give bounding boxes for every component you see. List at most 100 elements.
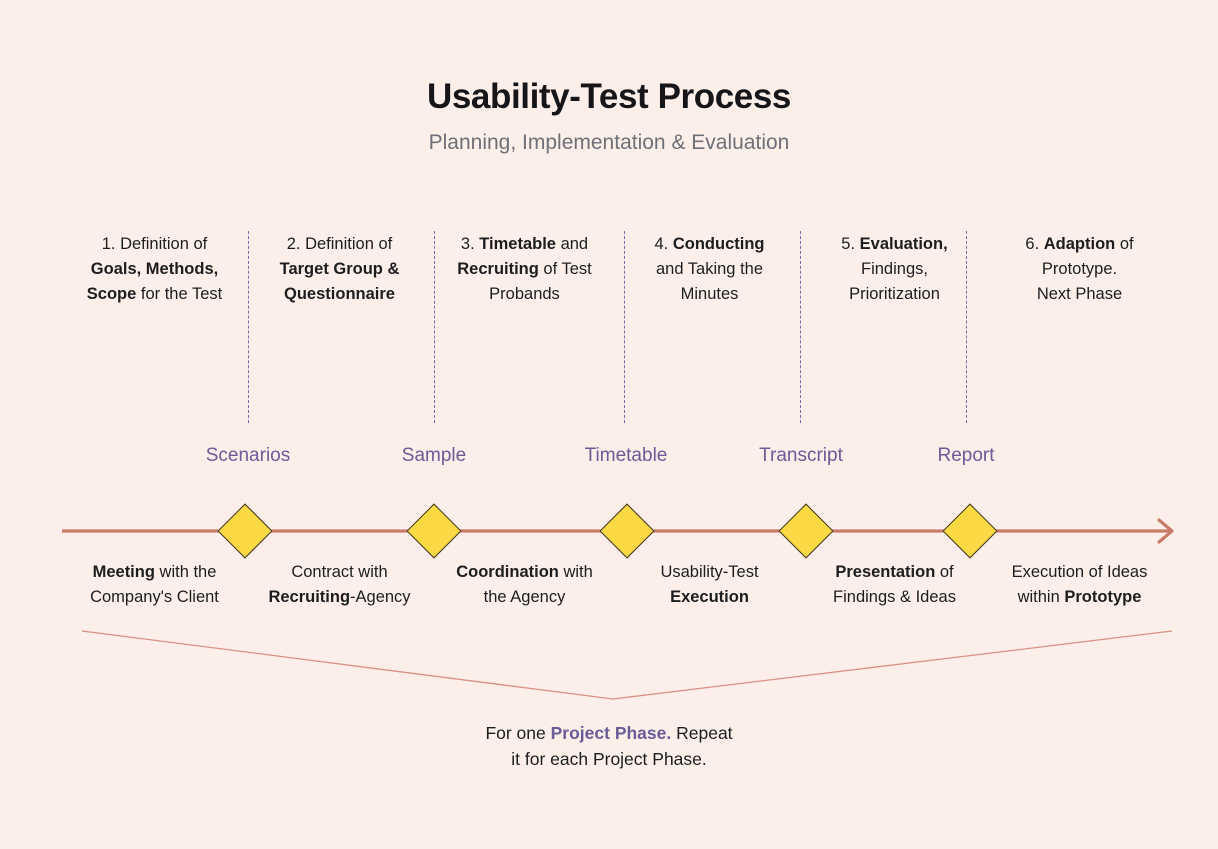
outcome-5-text: Findings & Ideas bbox=[833, 588, 956, 606]
outcome-6-emphasis: Prototype bbox=[1064, 588, 1142, 606]
step-6-text: 6. bbox=[1025, 235, 1044, 253]
step-5-line: 5. Evaluation, bbox=[808, 232, 981, 257]
dashed-divider-4 bbox=[800, 231, 801, 423]
step-1-line: 1. Definition of bbox=[68, 232, 241, 257]
outcome-4-line: Execution bbox=[621, 585, 798, 610]
step-6-text: Prototype. bbox=[1041, 260, 1118, 278]
deliverable-1: Scenarios bbox=[205, 445, 291, 466]
step-1-emphasis: Scope bbox=[86, 285, 137, 303]
outcome-2-emphasis: Recruiting bbox=[268, 588, 351, 606]
page-title: Usability-Test Process bbox=[426, 77, 792, 116]
outcome-5-emphasis: Presentation bbox=[835, 563, 936, 581]
outcome-4-text: Usability-Test bbox=[660, 563, 759, 581]
outcome-3-text: with bbox=[558, 563, 593, 581]
outcome-3-line: Coordination with bbox=[436, 560, 613, 585]
outcome-1-line: Company's Client bbox=[66, 585, 243, 610]
dashed-divider-5 bbox=[966, 231, 967, 423]
step-3-text: of Test bbox=[538, 260, 592, 278]
step-4-line: and Taking the bbox=[623, 257, 796, 282]
step-4-text: Minutes bbox=[680, 285, 739, 303]
step-2-line: 2. Definition of bbox=[253, 232, 426, 257]
step-3-emphasis: Recruiting bbox=[457, 260, 539, 278]
dashed-divider-3 bbox=[624, 231, 625, 423]
step-4-line: Minutes bbox=[623, 282, 796, 307]
step-6-emphasis: Adaption bbox=[1043, 235, 1116, 253]
step-4-text: 4. bbox=[654, 235, 673, 253]
caption-line-2: it for each Project Phase. bbox=[511, 749, 707, 769]
footer-caption: For one Project Phase. Repeat it for eac… bbox=[0, 720, 1218, 772]
outcome-2-line: Contract with bbox=[251, 560, 428, 585]
step-1-line: Scope for the Test bbox=[68, 282, 241, 307]
outcome-6-text: within bbox=[1017, 588, 1065, 606]
outcome-4-emphasis: Execution bbox=[670, 588, 749, 606]
caption-highlight: Project Phase. bbox=[550, 723, 672, 743]
step-5-text: 5. bbox=[841, 235, 860, 253]
process-steps: 1. Definition of Goals, Methods, Scope for… bbox=[62, 232, 1172, 307]
caption-post: Repeat bbox=[671, 723, 733, 743]
deliverable-5: Report bbox=[937, 445, 995, 466]
caption-line-1: For one Project Phase. Repeat bbox=[0, 720, 1218, 746]
outcome-2-text: -Agency bbox=[350, 588, 411, 606]
outcome-6: Execution of Ideas within Prototype bbox=[987, 560, 1172, 610]
step-2-text: 2. Definition of bbox=[286, 235, 393, 253]
step-6-text: of bbox=[1115, 235, 1134, 253]
outcome-6-text: Execution of Ideas bbox=[1011, 563, 1148, 581]
process-step-1: 1. Definition of Goals, Methods, Scope for… bbox=[62, 232, 247, 307]
step-2-emphasis: Questionnaire bbox=[284, 285, 395, 303]
outcome-5-line: Presentation of bbox=[806, 560, 983, 585]
step-3-text: Probands bbox=[489, 285, 560, 303]
step-5-line: Prioritization bbox=[808, 282, 981, 307]
process-step-2: 2. Definition of Target Group & Questionna… bbox=[247, 232, 432, 307]
page-subtitle: Planning, Implementation & Evaluation bbox=[428, 131, 790, 155]
step-3-emphasis: Timetable bbox=[479, 235, 556, 253]
deliverable-3: Timetable bbox=[584, 445, 668, 466]
step-3-line: Probands bbox=[438, 282, 611, 307]
step-6-text: Next Phase bbox=[1036, 285, 1123, 303]
step-2-line: Target Group & bbox=[253, 257, 426, 282]
step-4-text: and Taking the bbox=[655, 260, 764, 278]
step-3-text: 3. bbox=[460, 235, 480, 253]
step-3-line: Recruiting of Test bbox=[438, 257, 611, 282]
outcome-3-text: the Agency bbox=[483, 588, 566, 606]
diagram-header: Usability-Test Process Planning, Impleme… bbox=[0, 76, 1218, 155]
step-5-text: Findings, bbox=[861, 260, 928, 278]
step-1-text: 1. Definition of bbox=[101, 235, 208, 253]
outcome-5-text: of bbox=[935, 563, 954, 581]
step-2-line: Questionnaire bbox=[253, 282, 426, 307]
outcome-1-text: with the bbox=[154, 563, 217, 581]
deliverable-4: Transcript bbox=[759, 445, 843, 466]
step-4-line: 4. Conducting bbox=[623, 232, 796, 257]
step-2-emphasis: Target Group & bbox=[279, 260, 400, 278]
step-4-emphasis: Conducting bbox=[672, 235, 765, 253]
caption-pre: For one bbox=[485, 723, 551, 743]
outcome-1-emphasis: Meeting bbox=[92, 563, 155, 581]
step-6-line: 6. Adaption of bbox=[993, 232, 1166, 257]
step-5-line: Findings, bbox=[808, 257, 981, 282]
step-3-line: 3. Timetable and bbox=[438, 232, 611, 257]
outcome-2-text: Contract with bbox=[291, 563, 388, 581]
outcome-1-text: Company's Client bbox=[90, 588, 219, 606]
step-6-line: Prototype. bbox=[993, 257, 1166, 282]
step-3-text: and bbox=[555, 235, 589, 253]
dashed-divider-1 bbox=[248, 231, 249, 423]
step-1-emphasis: Goals, Methods, bbox=[90, 260, 219, 278]
step-5-emphasis: Evaluation, bbox=[859, 235, 948, 253]
process-step-5: 5. Evaluation, Findings, Prioritization bbox=[802, 232, 987, 307]
outcome-3: Coordination with the Agency bbox=[432, 560, 617, 610]
phase-bracket bbox=[81, 630, 1173, 700]
outcome-1-line: Meeting with the bbox=[66, 560, 243, 585]
step-1-text: for the Test bbox=[136, 285, 223, 303]
step-5-text: Prioritization bbox=[849, 285, 940, 303]
outcome-3-line: the Agency bbox=[436, 585, 613, 610]
outcome-6-line: Execution of Ideas bbox=[991, 560, 1168, 585]
outcome-5-line: Findings & Ideas bbox=[806, 585, 983, 610]
